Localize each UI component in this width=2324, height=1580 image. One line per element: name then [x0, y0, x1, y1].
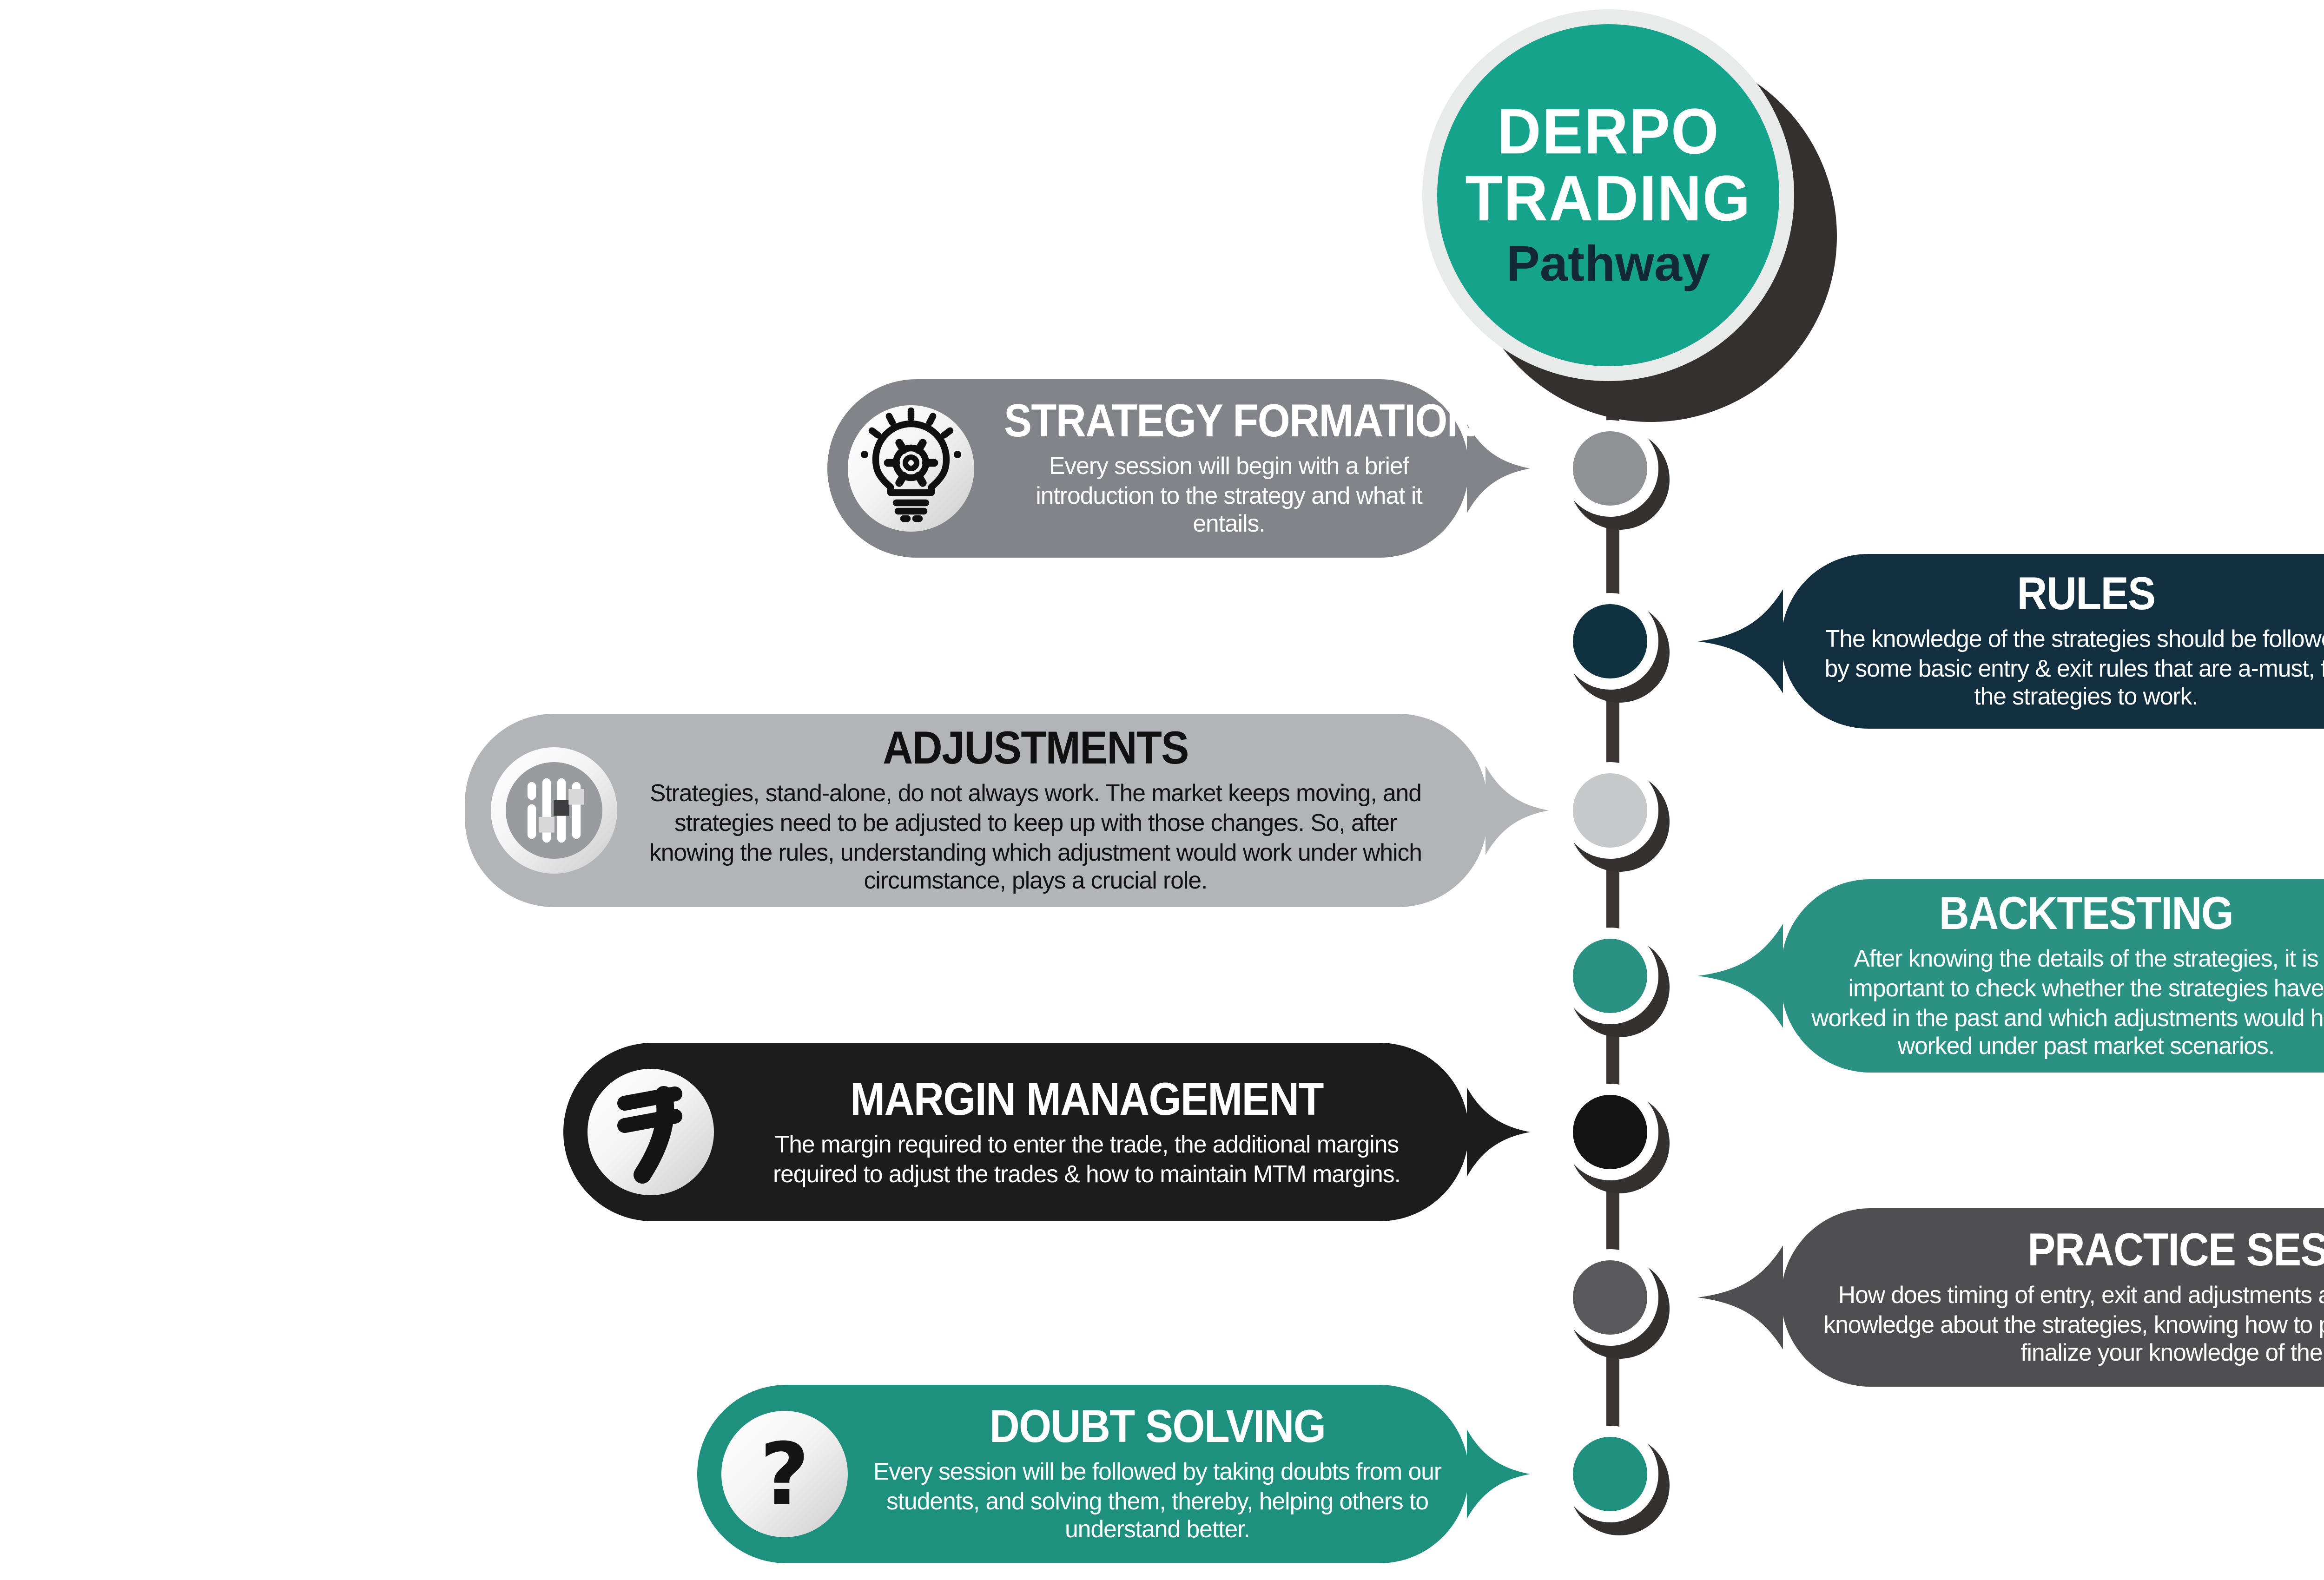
step-backtesting: $ BACKTESTING After knowing the details …: [1697, 879, 2324, 1073]
step-rules: RULES The knowledge of the strategies sh…: [1697, 554, 2324, 729]
card-pointer: [1697, 1245, 1783, 1350]
step-margin-management: MARGIN MANAGEMENT The margin required to…: [563, 1043, 1530, 1221]
timeline-node-7: [1562, 1426, 1658, 1522]
timeline-node-5: [1562, 1084, 1658, 1180]
step-description: Every session will be followed by taking…: [873, 1456, 1442, 1544]
timeline-node-6: [1562, 1249, 1658, 1346]
step-description: Every session will begin with a brief in…: [1036, 451, 1422, 538]
lightbulb-gear-icon: [848, 405, 974, 532]
card-pointer: [1467, 424, 1530, 513]
step-description: The knowledge of the strategies should b…: [1824, 624, 2324, 711]
step-description: After knowing the details of the strateg…: [1811, 943, 2324, 1060]
step-strategy-formation: STRATEGY FORMATION Every session will be…: [827, 379, 1530, 558]
sliders-icon: [491, 747, 617, 874]
rupee-icon: [588, 1069, 714, 1195]
step-adjustments: ADJUSTMENTS Strategies, stand-alone, do …: [465, 714, 1549, 907]
step-title: STRATEGY FORMATION: [1004, 395, 1477, 446]
timeline-node-3: [1562, 762, 1658, 859]
step-description: How does timing of entry, exit and adjus…: [1823, 1280, 2324, 1367]
step-title: BACKTESTING: [1939, 887, 2234, 939]
card-pointer: [1467, 1429, 1530, 1519]
timeline-node-4: [1562, 928, 1658, 1024]
step-practice-session: PRACTICE SESSION How does timing of entr…: [1697, 1208, 2324, 1387]
hero-circle: DERPO TRADING Pathway: [1422, 9, 1794, 381]
step-description: The margin required to enter the trade, …: [772, 1129, 1401, 1187]
hero-subtitle: Pathway: [1506, 236, 1710, 292]
timeline-node-2: [1562, 593, 1658, 690]
question-mark-icon: ?: [721, 1411, 848, 1537]
card-pointer: [1486, 766, 1549, 855]
card-pointer: [1467, 1087, 1530, 1177]
step-doubt-solving: ? DOUBT SOLVING Every session will be fo…: [697, 1385, 1530, 1563]
card-pointer: [1697, 924, 1783, 1028]
step-title: MARGIN MANAGEMENT: [850, 1073, 1324, 1125]
step-title: PRACTICE SESSION: [2027, 1224, 2324, 1275]
step-title: RULES: [2017, 567, 2156, 619]
step-title: DOUBT SOLVING: [989, 1400, 1326, 1452]
card-pointer: [1697, 589, 1783, 693]
hero-title-line1: DERPO: [1497, 95, 1720, 167]
hero-title-line2: TRADING: [1465, 162, 1751, 234]
timeline-node-1: [1562, 420, 1658, 517]
step-title: ADJUSTMENTS: [883, 722, 1189, 773]
step-description: Strategies, stand-alone, do not always w…: [649, 778, 1422, 895]
